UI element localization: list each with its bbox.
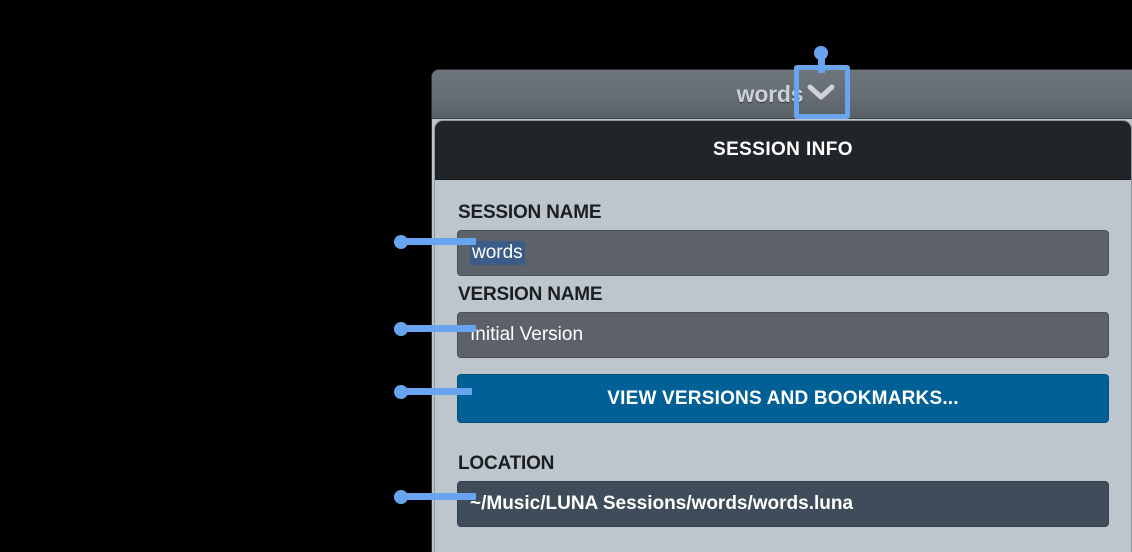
location-field[interactable]: ~/Music/LUNA Sessions/words/words.luna — [457, 481, 1109, 527]
session-name-value: words — [470, 241, 525, 265]
session-name-label: SESSION NAME — [458, 202, 602, 223]
spacer — [457, 423, 1109, 445]
location-value: ~/Music/LUNA Sessions/words/words.luna — [470, 493, 854, 514]
annotation-line-version-name — [400, 325, 476, 332]
annotation-line-view-versions — [400, 388, 472, 395]
version-name-value: Initial Version — [470, 324, 584, 345]
session-info-window: words SESSION INFO SESSION NAME words VE… — [432, 70, 1132, 552]
panel-body: SESSION NAME words VERSION NAME Initial … — [435, 180, 1131, 527]
window-titlebar: words — [432, 70, 1132, 119]
annotation-box-titlebar-dropdown — [794, 65, 850, 119]
version-name-label: VERSION NAME — [458, 284, 603, 305]
annotation-stem-titlebar-dropdown — [818, 53, 825, 73]
annotation-line-session-name — [400, 238, 476, 245]
location-label: LOCATION — [458, 453, 555, 474]
panel-header: SESSION INFO — [435, 121, 1131, 180]
session-info-panel: SESSION INFO SESSION NAME words VERSION … — [434, 120, 1132, 552]
chevron-down-icon[interactable] — [805, 78, 837, 106]
panel-header-title: SESSION INFO — [713, 139, 853, 160]
window-title: words — [736, 80, 804, 107]
view-versions-and-bookmarks-button[interactable]: VIEW VERSIONS AND BOOKMARKS... — [457, 374, 1109, 423]
session-name-field[interactable]: words — [457, 230, 1109, 276]
annotation-line-location — [400, 493, 476, 500]
version-name-field[interactable]: Initial Version — [457, 312, 1109, 358]
